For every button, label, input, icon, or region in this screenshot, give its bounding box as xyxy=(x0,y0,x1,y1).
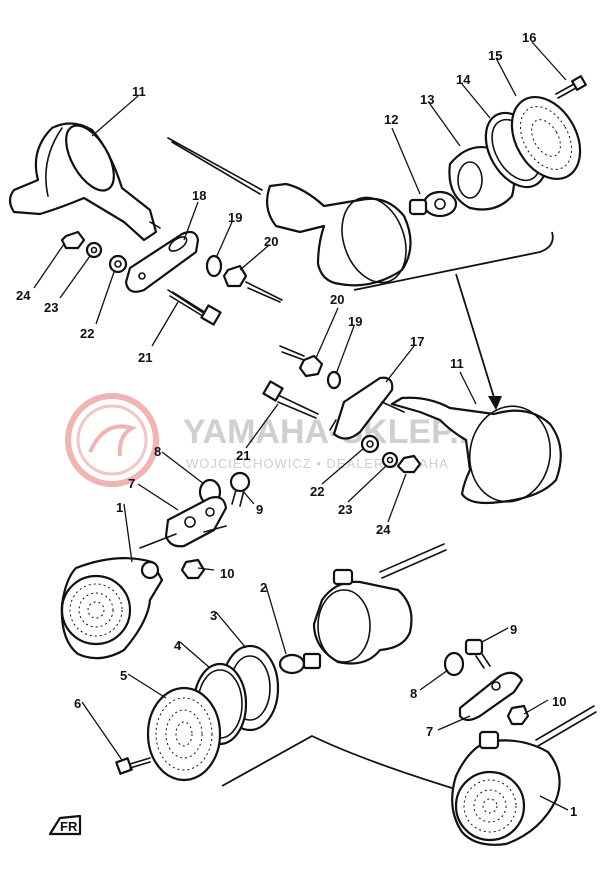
callout-21-middle: 21 xyxy=(236,448,250,463)
flasher-stem-top-left xyxy=(8,122,161,242)
screw-16 xyxy=(555,75,587,99)
stud-middle xyxy=(279,345,305,361)
nut-24-middle xyxy=(396,454,422,474)
callout-24-middle: 24 xyxy=(376,522,391,537)
callout-labels: 11 18 19 20 24 23 22 21 12 13 14 15 16 2… xyxy=(16,30,577,819)
bracket-7-left xyxy=(139,496,228,549)
stud-top xyxy=(245,281,283,303)
washer-19-middle xyxy=(326,370,342,390)
lamp-housing-center xyxy=(312,543,447,665)
assembly-bracket-bottom xyxy=(221,734,453,789)
screw-6 xyxy=(115,757,151,775)
callout-9-left: 9 xyxy=(256,502,263,517)
callout-6: 6 xyxy=(74,696,81,711)
callout-11-middle: 11 xyxy=(450,356,464,371)
wire-right xyxy=(535,705,597,747)
callout-18: 18 xyxy=(192,188,206,203)
callout-10-right: 10 xyxy=(552,694,566,709)
washer-23-top xyxy=(85,241,103,259)
callout-21-top: 21 xyxy=(138,350,152,365)
callout-3: 3 xyxy=(210,608,217,623)
nut-10-left xyxy=(180,558,206,580)
flasher-housing-1-right xyxy=(451,730,561,846)
screw-9-left xyxy=(229,471,251,507)
bulb-12 xyxy=(408,190,458,218)
wire-middle xyxy=(381,401,405,413)
callout-7-right: 7 xyxy=(426,724,433,739)
washer-19-top xyxy=(205,254,223,278)
callout-11-top: 11 xyxy=(132,84,146,99)
callout-14: 14 xyxy=(456,72,471,87)
callout-24-top: 24 xyxy=(16,288,31,303)
callout-19-top: 19 xyxy=(228,210,242,225)
callout-15: 15 xyxy=(488,48,502,63)
nut-20-middle xyxy=(298,354,324,378)
callout-22-top: 22 xyxy=(80,326,94,341)
leader-lines xyxy=(33,41,569,811)
callout-1-right: 1 xyxy=(570,804,577,819)
callout-23-middle: 23 xyxy=(338,502,352,517)
callout-22-middle: 22 xyxy=(310,484,324,499)
lens-5 xyxy=(146,686,222,782)
nut-20-top xyxy=(222,264,248,288)
bolt-21-middle xyxy=(262,380,319,419)
callout-19-middle: 19 xyxy=(348,314,362,329)
bulb-2 xyxy=(278,652,322,675)
callout-16: 16 xyxy=(522,30,536,45)
callout-2: 2 xyxy=(260,580,267,595)
arrow-head xyxy=(488,396,502,410)
bracket-17 xyxy=(329,376,394,440)
washer-23-middle xyxy=(381,451,399,469)
callout-23-top: 23 xyxy=(44,300,58,315)
nut-24-top xyxy=(60,230,86,250)
callout-8-left: 8 xyxy=(154,444,161,459)
callout-13: 13 xyxy=(420,92,434,107)
watermark-logo xyxy=(65,393,159,487)
fr-label: FR xyxy=(60,819,78,834)
callout-12: 12 xyxy=(384,112,398,127)
wire-top xyxy=(167,137,263,195)
assembly-bracket-top xyxy=(353,231,554,291)
nut-10-right xyxy=(506,704,530,726)
callout-8-right: 8 xyxy=(410,686,417,701)
callout-4: 4 xyxy=(174,638,182,653)
gasket-plate-18 xyxy=(124,230,200,293)
flasher-stem-top-right xyxy=(265,182,412,287)
screw-9-right xyxy=(464,638,491,669)
callout-1-left: 1 xyxy=(116,500,123,515)
bolt-21-top xyxy=(167,289,222,326)
washer-22-middle xyxy=(360,434,380,454)
callout-17: 17 xyxy=(410,334,424,349)
washer-22-top xyxy=(108,254,128,274)
callout-5: 5 xyxy=(120,668,127,683)
callout-10-left: 10 xyxy=(220,566,234,581)
callout-20-middle: 20 xyxy=(330,292,344,307)
callout-7-left: 7 xyxy=(128,476,135,491)
front-direction-marker: FR xyxy=(48,814,82,836)
arrow-to-stem-11 xyxy=(455,273,497,405)
cap-8-right xyxy=(443,651,465,677)
lens-15 xyxy=(510,95,582,181)
callout-20-top: 20 xyxy=(264,234,278,249)
callout-9-right: 9 xyxy=(510,622,517,637)
flasher-stem-middle xyxy=(390,396,562,505)
flasher-housing-1-left xyxy=(60,557,164,660)
